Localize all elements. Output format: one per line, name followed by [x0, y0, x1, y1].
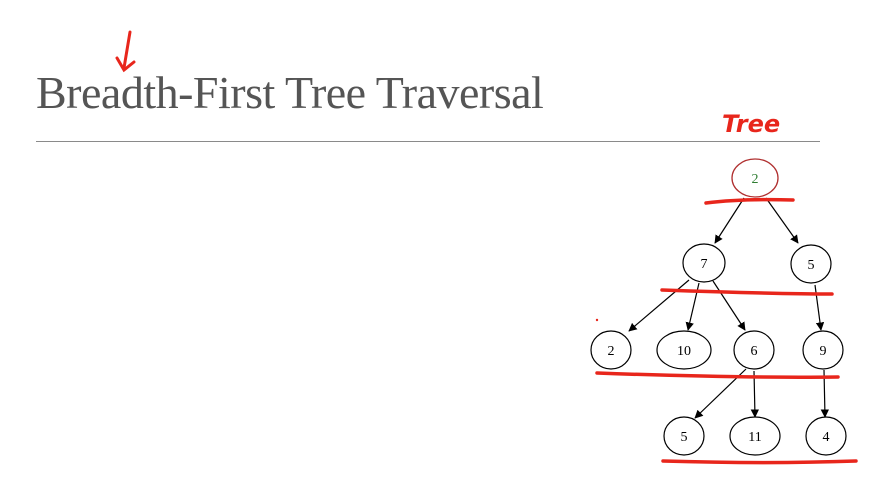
tree-node-label: 9 — [820, 344, 827, 359]
tree-node-label: 7 — [701, 257, 708, 272]
slide-title: Breadth-First Tree Traversal — [36, 67, 544, 118]
level-underline — [660, 288, 834, 296]
tree-node: 9 — [802, 330, 844, 370]
handwritten-arrow-icon — [115, 30, 136, 73]
ink-dot — [595, 318, 599, 322]
tree-node-label: 2 — [752, 172, 759, 187]
tree-node: 7 — [682, 243, 726, 283]
tree-node-label: 2 — [608, 344, 615, 359]
level-underline — [704, 197, 795, 205]
level-underline — [595, 371, 840, 380]
tree-node-label: 4 — [823, 430, 830, 445]
edge-7-6 — [712, 280, 746, 331]
tree-node-label: 10 — [677, 344, 691, 359]
tree-node: 2 — [590, 330, 632, 370]
tree-node-label: 5 — [681, 430, 688, 445]
tree-annotation-label: Tree — [722, 110, 780, 138]
tree-node: 11 — [729, 416, 781, 456]
tree-node-label: 11 — [748, 430, 761, 445]
tree-node-label: 6 — [751, 344, 758, 359]
tree-node: 10 — [656, 330, 712, 370]
title-divider — [36, 141, 820, 142]
tree-node: 6 — [733, 330, 775, 370]
tree-node-label: 5 — [808, 258, 815, 273]
tree-node: 4 — [805, 416, 847, 456]
tree-node: 5 — [663, 416, 705, 456]
tree-node-root: 2 — [731, 158, 779, 198]
level-underline — [661, 459, 858, 465]
tree-node: 5 — [790, 244, 832, 284]
edge-root-7 — [714, 197, 745, 244]
edge-root-5 — [765, 197, 799, 244]
edge-5-9 — [814, 284, 825, 331]
edge-7-2 — [628, 279, 690, 332]
